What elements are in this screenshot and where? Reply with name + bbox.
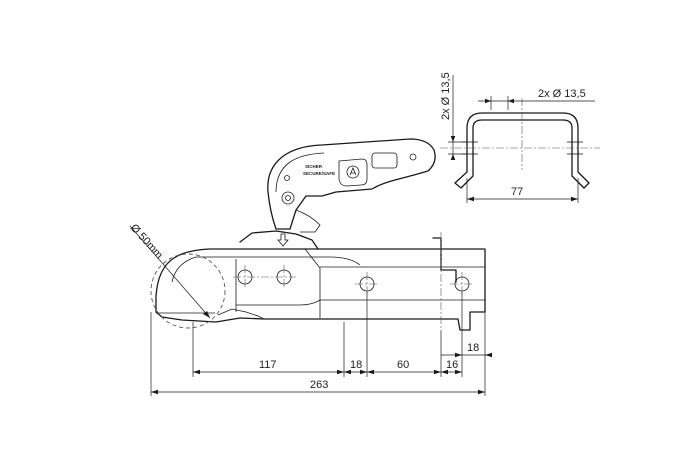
handle-pivot	[281, 191, 295, 205]
section-marker	[432, 237, 457, 283]
u-profile-outline	[454, 112, 590, 189]
open-direction-arrow-icon	[277, 233, 289, 247]
brand-logo-icon	[346, 165, 360, 179]
ball-diameter-callout: Ø 50mm	[128, 222, 165, 261]
dimension-lines: 18 117 18 60 16 263	[150, 292, 492, 396]
locking-handle	[267, 138, 436, 230]
ball-socket-housing	[155, 248, 486, 331]
profile-section-view: 2x Ø 13,5 2x Ø 13,5 77	[440, 72, 600, 203]
dim-16: 16	[446, 359, 458, 371]
coupling-ball-outline	[150, 253, 226, 329]
dim-117: 117	[259, 359, 277, 371]
handle-text-line2: SECURE/SAFE	[303, 171, 335, 176]
dim-18-right: 18	[467, 342, 479, 354]
profile-width-label: 77	[511, 186, 523, 198]
dim-18: 18	[350, 359, 362, 371]
safety-indicator-button	[338, 158, 368, 187]
profile-hole-callout: 2x Ø 13,5	[538, 88, 586, 100]
coupling-side-view: SICHER SECURE/SAFE	[128, 138, 486, 331]
dim-263-overall: 263	[310, 379, 328, 391]
profile-vertical-callout: 2x Ø 13,5	[440, 72, 452, 120]
handle-text-line1: SICHER	[305, 164, 323, 169]
wear-indicator-window	[371, 152, 398, 169]
dim-60: 60	[397, 359, 409, 371]
